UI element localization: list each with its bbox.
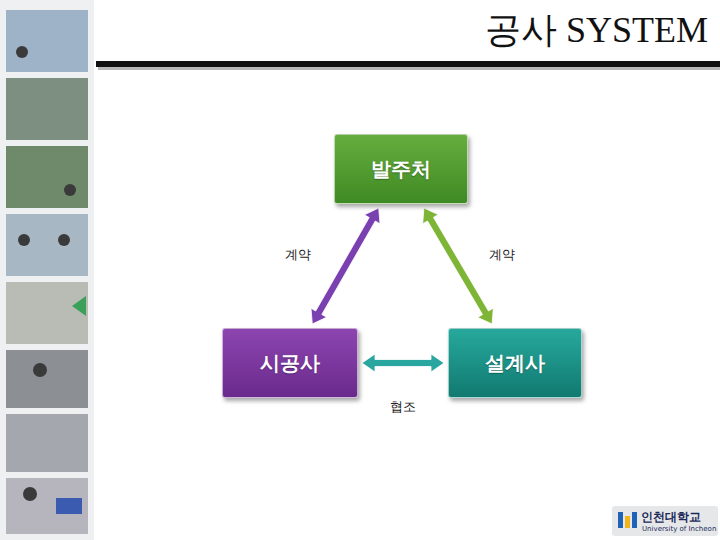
photo-strip [0, 0, 94, 540]
double-arrow [311, 208, 380, 324]
title-rule [96, 61, 720, 67]
double-arrow [362, 354, 444, 372]
logo-subtitle: University of Incheon [642, 526, 716, 533]
logo-name: 인천대학교 [641, 511, 701, 523]
node-label: 설계사 [485, 350, 545, 377]
logo-icon [618, 512, 637, 528]
node-label: 시공사 [260, 350, 320, 377]
logo-panel [612, 506, 718, 536]
double-arrow [423, 208, 494, 324]
contractor-box: 시공사 [222, 328, 358, 398]
edge-label: 협조 [388, 398, 418, 416]
edge-label: 계약 [283, 246, 313, 264]
node-label: 발주처 [371, 156, 431, 183]
edge-label: 계약 [487, 246, 517, 264]
slide-title: 공사 SYSTEM [485, 6, 708, 55]
client-box: 발주처 [334, 134, 468, 204]
designer-box: 설계사 [448, 328, 582, 398]
